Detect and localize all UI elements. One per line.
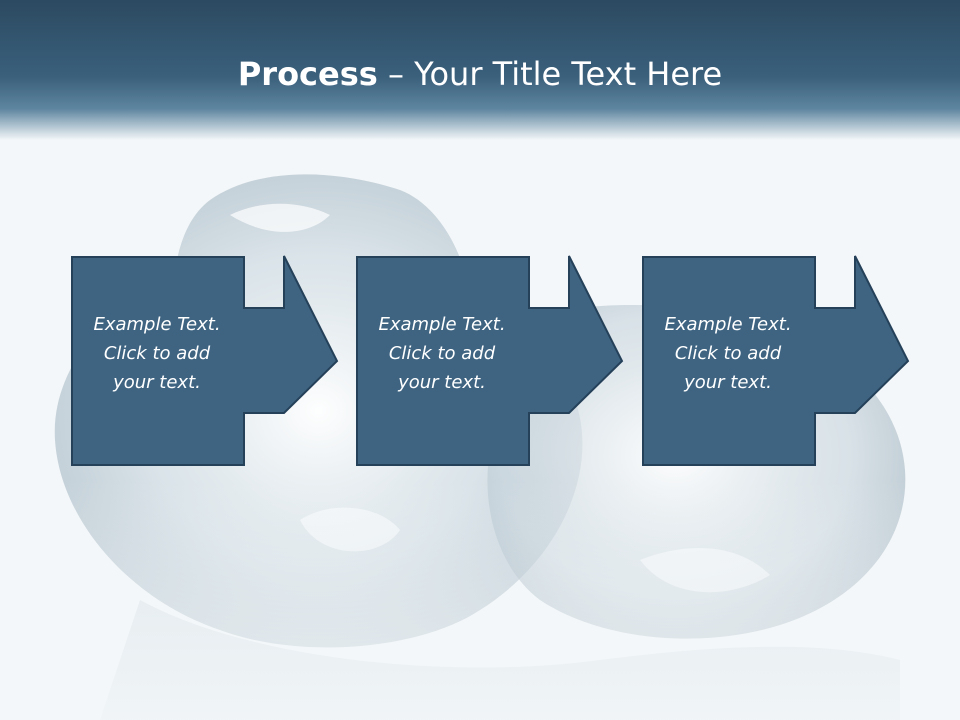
process-step-3[interactable]: Example Text. Click to add your text.	[642, 255, 912, 468]
title-band	[0, 0, 960, 140]
step-text-line: your text.	[684, 372, 772, 393]
process-step-text[interactable]: Example Text. Click to add your text.	[71, 310, 243, 397]
slide-title-bold: Process	[237, 55, 378, 93]
step-text-line: Click to add	[674, 343, 782, 364]
process-step-2[interactable]: Example Text. Click to add your text.	[356, 255, 626, 468]
step-text-line: your text.	[398, 372, 486, 393]
process-arrow-shape	[71, 255, 339, 466]
process-step-text[interactable]: Example Text. Click to add your text.	[356, 310, 528, 397]
step-text-line: Example Text.	[378, 314, 506, 335]
slide-title-rest: – Your Title Text Here	[377, 55, 723, 93]
step-text-line: Click to add	[103, 343, 211, 364]
process-step-text[interactable]: Example Text. Click to add your text.	[642, 310, 814, 397]
step-text-line: Example Text.	[93, 314, 221, 335]
step-text-line: Click to add	[388, 343, 496, 364]
slide-title[interactable]: Process – Your Title Text Here	[0, 52, 960, 96]
step-text-line: your text.	[113, 372, 201, 393]
process-step-1[interactable]: Example Text. Click to add your text.	[71, 255, 341, 468]
process-arrow-shape	[642, 255, 910, 466]
process-arrow-shape	[356, 255, 624, 466]
step-text-line: Example Text.	[664, 314, 792, 335]
